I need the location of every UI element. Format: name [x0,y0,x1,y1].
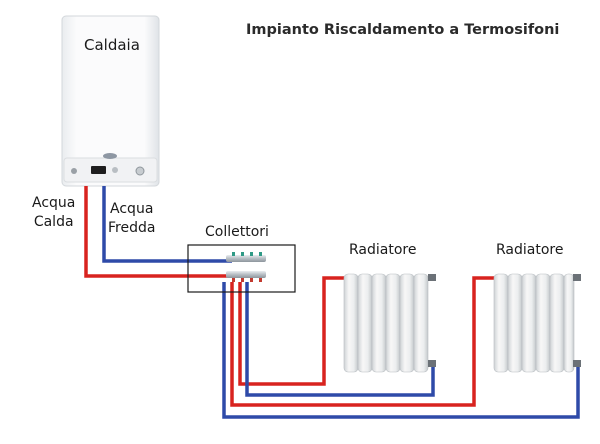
manifold-frame [187,244,296,293]
hot-water-label-line2: Calda [33,214,74,230]
boiler [61,15,160,187]
radiator-2 [493,273,581,373]
boiler-knob-right [135,166,145,176]
radiator-1 [343,273,436,373]
pipes [84,186,580,419]
hot-water-label: Acqua Calda [32,194,75,232]
radiator-2-fins [493,273,575,373]
manifold-bar-top [226,255,266,262]
cold-water-label-line1: Acqua [110,201,154,217]
radiator-1-fins [343,273,429,373]
cold-water-label: Acqua Fredda [108,200,155,238]
radiator-2-valve-bottom [573,360,581,367]
pipe-cold-radiator1 [245,282,435,397]
radiator-2-label: Radiatore [496,242,564,258]
radiator-2-valve-top [573,274,581,281]
radiator-1-valve-top [428,274,436,281]
manifold [187,244,296,293]
pipe-cold-radiator2 [222,282,580,419]
hot-water-label-line1: Acqua [32,195,76,211]
boiler-knob-left [71,168,77,174]
pipe-hot-boiler [84,186,232,278]
boiler-label: Caldaia [84,36,140,54]
pipe-hot-radiator1 [238,276,344,386]
radiator-1-label: Radiatore [349,242,417,258]
manifold-bar-bottom [226,271,266,278]
manifold-label: Collettori [205,224,269,240]
manifold-valves-red [232,278,262,282]
boiler-knob-mid [112,167,118,173]
boiler-display [91,166,106,174]
boiler-body [61,15,160,187]
diagram-title: Impianto Riscaldamento a Termosifoni [246,22,560,38]
cold-water-label-line2: Fredda [108,220,156,236]
radiator-1-valve-bottom [428,360,436,367]
pipe-cold-boiler [102,186,232,263]
pipe-hot-radiator2 [230,276,494,407]
manifold-valves [232,252,262,256]
boiler-logo [103,153,117,159]
